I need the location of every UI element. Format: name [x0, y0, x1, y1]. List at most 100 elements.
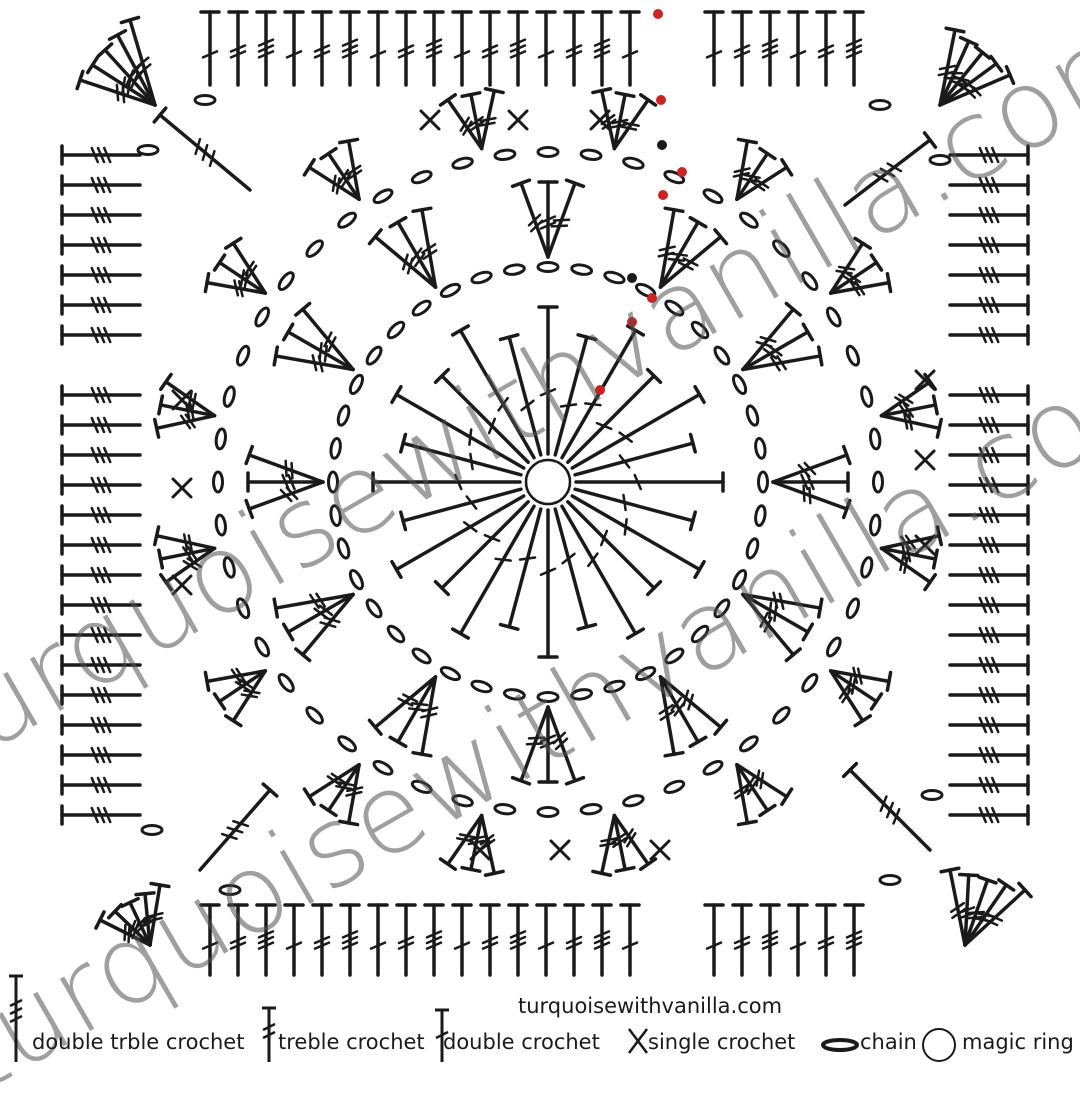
border-bottom-stitch — [817, 905, 835, 975]
border-top-stitch — [481, 12, 499, 85]
round-1-stitch — [392, 387, 524, 468]
round-1-stitch — [453, 326, 534, 458]
border-right-stitch — [950, 416, 1028, 434]
border-right-stitch — [950, 236, 1028, 254]
round-2-chain — [411, 299, 432, 318]
chain-icon — [820, 1036, 860, 1054]
border-top-stitch — [565, 12, 583, 85]
corner-chain — [930, 156, 950, 165]
border-top-stitch — [845, 12, 863, 85]
round-3-chain — [771, 238, 792, 259]
round-2-chain — [571, 688, 592, 700]
border-left-stitch — [62, 386, 140, 404]
border-left-stitch — [62, 566, 140, 584]
round-2-chain — [330, 438, 342, 459]
corner-fan-stitch — [77, 71, 155, 105]
corner-diagonal-stitch — [845, 133, 935, 205]
corner-diagonal-stitch — [844, 764, 930, 850]
legend-chain-label: chain — [860, 1030, 917, 1054]
corner-chain — [870, 101, 890, 110]
round-1-stitch — [392, 496, 524, 577]
legend-treble-label: treble crochet — [278, 1030, 425, 1054]
border-left-stitch — [62, 806, 140, 824]
round-3-chain — [623, 156, 645, 170]
petal-stitch — [413, 208, 436, 287]
round-marker-2 — [627, 317, 637, 327]
border-bottom-stitch — [313, 905, 331, 975]
round-3-chain — [253, 306, 271, 328]
crochet-chart — [0, 0, 1080, 1080]
round-1-stitch — [568, 502, 661, 595]
round-2-chain — [365, 598, 384, 619]
border-bottom-stitch — [705, 905, 723, 975]
round-3-chain — [372, 759, 394, 777]
round-1-stitch — [453, 506, 534, 638]
border-left-stitch — [62, 626, 140, 644]
single-crochet-symbol — [173, 479, 191, 497]
round-2-chain — [712, 598, 731, 619]
border-top-stitch — [537, 12, 555, 85]
round-2-chain — [745, 538, 760, 560]
round-2-chain — [754, 438, 766, 459]
border-right-stitch — [950, 176, 1028, 194]
round-marker-5 — [677, 167, 687, 177]
border-bottom-stitch — [229, 905, 247, 975]
border-top-stitch — [789, 12, 807, 85]
border-bottom-stitch — [201, 905, 219, 975]
round-3-chain — [452, 156, 474, 170]
round-3-chain — [860, 557, 874, 579]
round-3-chain — [372, 187, 394, 205]
slip-stitch-dot — [627, 273, 637, 283]
round-1-stitch — [576, 473, 723, 491]
round-marker-7 — [653, 9, 663, 19]
single-crochet-symbol — [916, 451, 934, 469]
border-left-stitch — [62, 746, 140, 764]
border-top-stitch — [229, 12, 247, 85]
round-3-chain — [738, 211, 759, 230]
legend-magic-ring-label: magic ring — [962, 1030, 1074, 1054]
border-right-stitch — [950, 446, 1028, 464]
round-2-chain — [504, 688, 525, 700]
border-bottom-stitch — [509, 905, 527, 975]
border-bottom-stitch — [397, 905, 415, 975]
round-2-chain — [731, 373, 748, 395]
border-right-stitch — [950, 566, 1028, 584]
border-left-stitch — [62, 686, 140, 704]
border-top-stitch — [257, 12, 275, 85]
round-3-chain — [277, 270, 296, 291]
round-2-chain — [759, 472, 768, 492]
single-crochet-symbol — [651, 841, 669, 859]
round-2-chain — [538, 693, 558, 702]
border-left-stitch — [62, 536, 140, 554]
outer-petal-stitch — [593, 89, 615, 149]
border-right-stitch — [950, 506, 1028, 524]
border-right-stitch — [950, 266, 1028, 284]
outer-petal-stitch — [155, 527, 215, 551]
corner-fan-stitch — [941, 868, 965, 945]
border-right-stitch — [950, 596, 1028, 614]
border-top-stitch — [761, 12, 779, 85]
petal-stitch — [659, 208, 683, 287]
border-top-stitch — [593, 12, 611, 85]
outer-petal-stitch — [737, 765, 792, 805]
border-bottom-stitch — [789, 905, 807, 975]
round-3-chain — [538, 808, 558, 817]
round-3-chain — [253, 636, 271, 658]
corner-chain — [880, 876, 900, 885]
round-1-stitch — [436, 370, 529, 463]
round-3-chain — [235, 597, 251, 619]
petal-stitch — [274, 594, 353, 617]
round-2-chain — [745, 405, 760, 427]
round-3-chain — [494, 149, 515, 161]
round-1-stitch — [562, 506, 643, 638]
round-3-chain — [235, 345, 251, 367]
corner-chain — [220, 886, 240, 895]
border-bottom-stitch — [481, 905, 499, 975]
round-3-chain — [771, 705, 792, 726]
corner-chain — [138, 146, 158, 155]
round-2-chain — [571, 264, 592, 276]
border-right-stitch — [950, 656, 1028, 674]
border-left-stitch — [62, 236, 140, 254]
legend: double trble crochet treble crochet doub… — [0, 1022, 1080, 1072]
border-right-stitch — [950, 476, 1028, 494]
